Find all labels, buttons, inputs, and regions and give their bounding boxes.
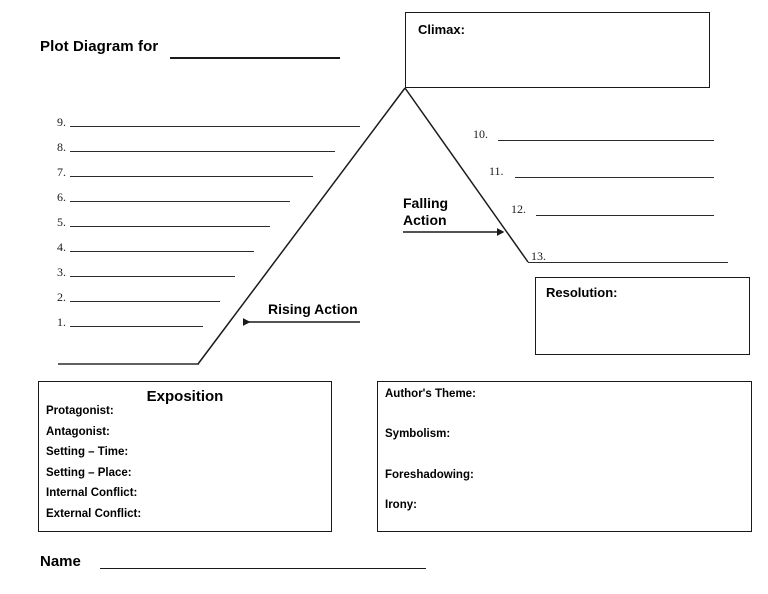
climax-label: Climax: (418, 22, 465, 37)
rising-action-item-number: 4. (57, 240, 66, 254)
falling-action-item-number: 10. (473, 127, 488, 141)
climax-box[interactable] (405, 12, 710, 88)
exposition-field-label: External Conflict: (46, 507, 142, 520)
falling-action-item-blank[interactable] (498, 140, 714, 141)
literary-element-field-label: Foreshadowing: (385, 469, 474, 481)
rising-action-item-blank[interactable] (70, 301, 220, 302)
exposition-field-label: Setting – Place: (46, 466, 132, 479)
rising-action-item-blank[interactable] (70, 326, 203, 327)
rising-action-item-blank[interactable] (70, 201, 290, 202)
rising-action-item-number: 9. (57, 115, 66, 129)
rising-action-item-blank[interactable] (70, 276, 235, 277)
literary-element-field-label: Symbolism: (385, 428, 451, 440)
rising-action-item-blank[interactable] (70, 226, 270, 227)
rising-action-item-number: 6. (57, 190, 66, 204)
falling-action-item-blank[interactable] (515, 177, 714, 178)
rising-action-item-number: 8. (57, 140, 66, 154)
rising-action-item-blank[interactable] (70, 251, 254, 252)
rising-action-item-blank[interactable] (70, 176, 313, 177)
falling-action-item-number: 11. (489, 164, 504, 178)
rising-action-item-blank[interactable] (70, 126, 360, 127)
rising-action-item-blank[interactable] (70, 151, 335, 152)
resolution-box[interactable] (535, 277, 750, 355)
exposition-box[interactable] (38, 381, 332, 532)
exposition-heading: Exposition (146, 388, 224, 405)
exposition-field-label: Protagonist: (46, 405, 114, 417)
exposition-field-label: Internal Conflict: (46, 487, 138, 499)
exposition-field-label: Antagonist: (46, 425, 110, 438)
literary-element-field-label: Irony: (385, 499, 417, 511)
title-blank-line[interactable] (170, 57, 340, 59)
rising-action-item-number: 7. (57, 165, 66, 179)
rising-action-item-number: 2. (57, 290, 66, 304)
resolution-label: Resolution: (546, 285, 618, 300)
falling-action-label-line1: Falling (403, 195, 449, 211)
exposition-field-label: Setting – Time: (46, 446, 129, 458)
rising-action-item-number: 3. (57, 265, 66, 279)
falling-action-label-line2: Action (403, 212, 447, 228)
falling-action-item-blank[interactable] (528, 262, 728, 263)
literary-element-field-label: Author's Theme: (385, 388, 476, 400)
rising-action-item-number: 1. (57, 315, 66, 329)
name-blank-line[interactable] (100, 568, 426, 569)
falling-action-item-number: 13. (531, 249, 546, 263)
falling-action-label: Falling Action (403, 195, 448, 229)
page-title: Plot Diagram for (40, 38, 159, 55)
literary-elements-box[interactable] (377, 381, 752, 532)
name-label: Name (40, 553, 81, 570)
falling-action-item-number: 12. (511, 202, 526, 216)
falling-action-item-blank[interactable] (536, 215, 714, 216)
rising-action-label: Rising Action (268, 301, 358, 317)
rising-action-item-number: 5. (57, 215, 66, 229)
